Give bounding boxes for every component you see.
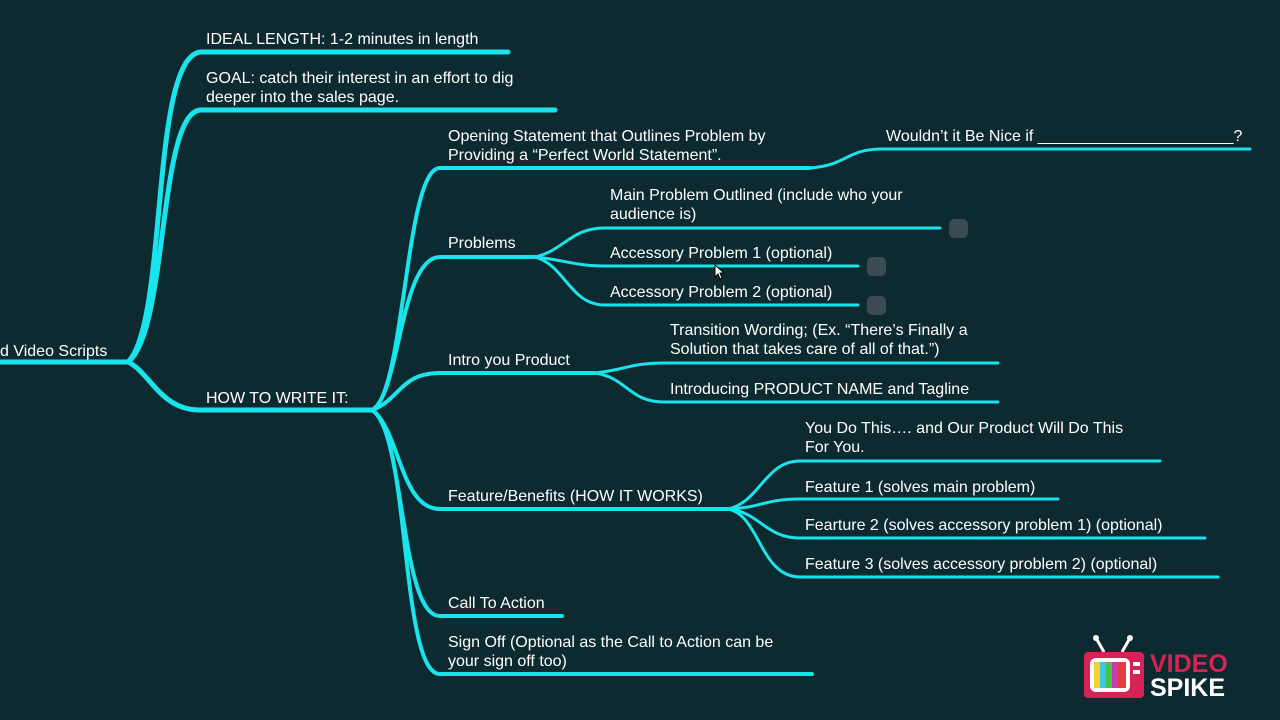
node-problems[interactable]: Problems	[448, 235, 516, 252]
node-feature3[interactable]: Feature 3 (solves accessory problem 2) (…	[805, 556, 1158, 573]
node-intro[interactable]: Intro you Product	[448, 352, 570, 369]
node-transition-line-2: Solution that takes care of all of that.…	[670, 341, 940, 358]
node-main-problem[interactable]: Main Problem Outlined (include who your …	[610, 186, 903, 224]
collapsed-node-button[interactable]	[867, 257, 886, 276]
branch-intro	[370, 371, 597, 412]
tv-icon	[1084, 635, 1144, 698]
node-opening-line-1: Opening Statement that Outlines Problem …	[448, 128, 766, 145]
collapsed-node-button[interactable]	[949, 219, 968, 238]
branch-signoff	[370, 408, 814, 676]
branch-accessory1	[533, 255, 860, 268]
branch-you-do	[726, 459, 1162, 511]
branch-problems	[370, 255, 537, 412]
video-spike-logo: VIDEO SPIKE	[1082, 632, 1252, 704]
node-opening[interactable]: Opening Statement that Outlines Problem …	[448, 127, 766, 165]
node-main-problem-line-1: Main Problem Outlined (include who your	[610, 187, 903, 204]
branch-feature2	[726, 507, 1207, 540]
branch-how-to	[125, 359, 375, 413]
node-cta[interactable]: Call To Action	[448, 595, 545, 612]
node-you-do-line-1: You Do This…. and Our Product Will Do Th…	[805, 420, 1124, 437]
node-feature1[interactable]: Feature 1 (solves main problem)	[805, 479, 1036, 496]
collapsed-node-button[interactable]	[867, 296, 886, 315]
node-opening-line-2: Providing a “Perfect World Statement”.	[448, 147, 722, 164]
node-signoff-line-2: your sign off too)	[448, 653, 567, 670]
node-main-problem-line-2: audience is)	[610, 206, 697, 223]
node-ideal-length[interactable]: IDEAL LENGTH: 1-2 minutes in length	[206, 31, 479, 48]
logo-word-video: VIDEO	[1150, 650, 1228, 678]
node-wouldnt[interactable]: Wouldn’t it Be Nice if _________________…	[886, 128, 1243, 145]
node-signoff-line-1: Sign Off (Optional as the Call to Action…	[448, 634, 774, 651]
branch-feature3	[726, 507, 1220, 579]
node-transition[interactable]: Transition Wording; (Ex. “There’s Finall…	[670, 321, 968, 359]
mouse-cursor-icon	[714, 264, 726, 280]
node-goal-line-2: deeper into the sales page.	[206, 89, 400, 106]
node-feature2[interactable]: Fearture 2 (solves accessory problem 1) …	[805, 517, 1163, 534]
node-introducing[interactable]: Introducing PRODUCT NAME and Tagline	[670, 381, 970, 398]
logo-word-spike: SPIKE	[1150, 674, 1226, 702]
branch-accessory2	[533, 255, 860, 307]
node-features[interactable]: Feature/Benefits (HOW IT WORKS)	[448, 488, 703, 505]
node-how-to[interactable]: HOW TO WRITE IT:	[206, 390, 349, 407]
node-goal[interactable]: GOAL: catch their interest in an effort …	[206, 69, 513, 107]
branch-introducing	[593, 371, 1000, 404]
node-you-do[interactable]: You Do This…. and Our Product Will Do Th…	[805, 419, 1123, 457]
node-accessory2[interactable]: Accessory Problem 2 (optional)	[610, 284, 833, 301]
root-node[interactable]: d Video Scripts	[0, 343, 108, 360]
branch-feature1	[726, 497, 1060, 511]
node-goal-line-1: GOAL: catch their interest in an effort …	[206, 70, 514, 87]
branch-transition	[593, 361, 1000, 375]
branch-goal	[125, 107, 558, 365]
node-signoff[interactable]: Sign Off (Optional as the Call to Action…	[448, 633, 773, 671]
branch-wouldnt	[808, 147, 1252, 170]
branch-main-problem	[533, 226, 942, 259]
node-you-do-line-2: For You.	[805, 439, 865, 456]
node-transition-line-1: Transition Wording; (Ex. “There’s Finall…	[670, 322, 968, 339]
node-accessory1[interactable]: Accessory Problem 1 (optional)	[610, 245, 833, 262]
